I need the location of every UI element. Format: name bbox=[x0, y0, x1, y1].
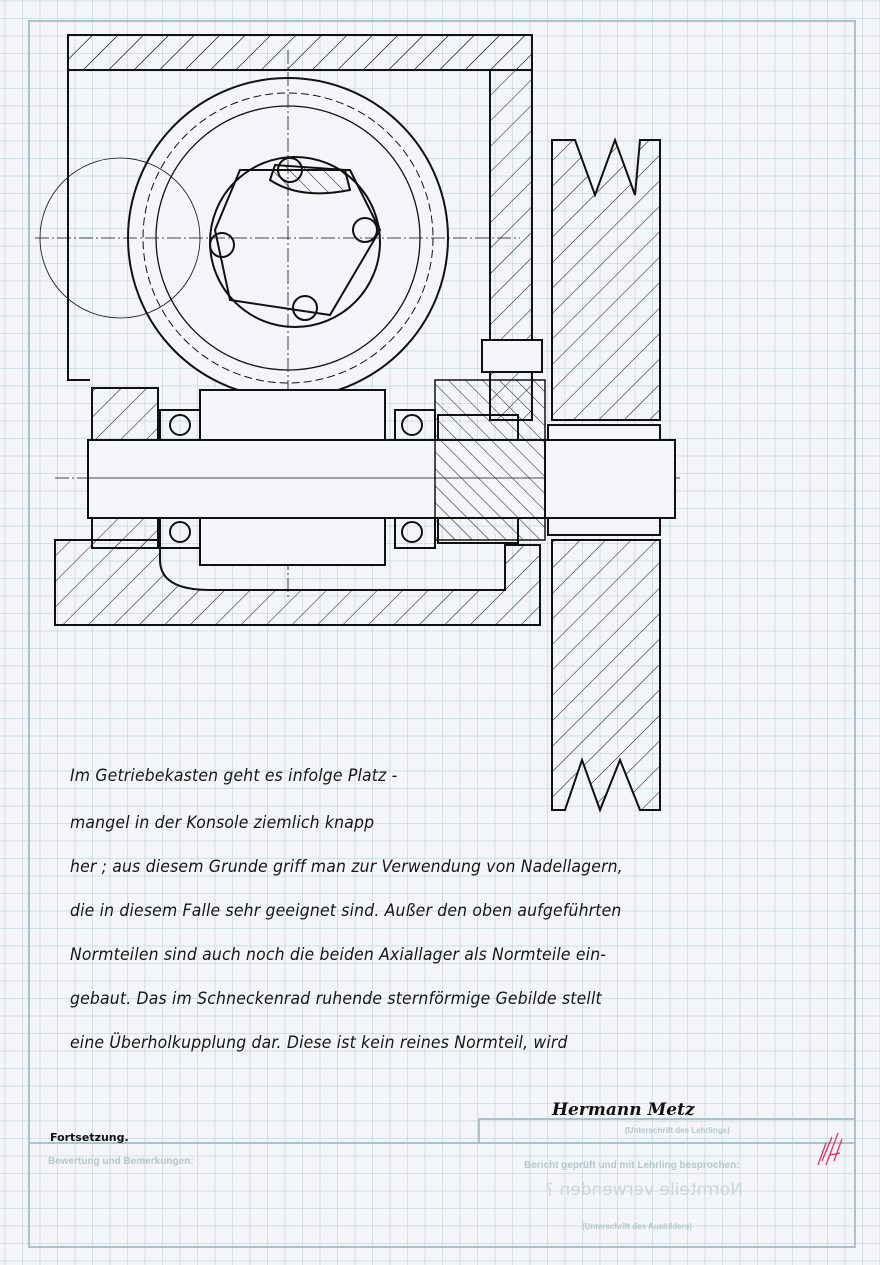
text-line-5: Normteilen sind auch noch die beiden Axi… bbox=[70, 945, 607, 965]
text-line-6: gebaut. Das im Schneckenrad ruhende ster… bbox=[70, 989, 602, 1009]
text-line-1: Im Getriebekasten geht es infolge Platz … bbox=[70, 766, 398, 786]
apprentice-signature: Hermann Metz bbox=[552, 1100, 695, 1120]
red-initials-mark bbox=[817, 1132, 843, 1166]
technical-drawing-worm-gear bbox=[35, 34, 680, 813]
signature-box-top bbox=[478, 1118, 856, 1120]
evaluation-label: Bewertung und Bemerkungen: bbox=[48, 1156, 194, 1167]
text-line-4: die in diesem Falle sehr geeignet sind. … bbox=[70, 901, 622, 921]
v-belt-pulley bbox=[551, 137, 661, 421]
housing-bottom bbox=[54, 539, 541, 626]
show-through-text: Normteile verwenden ? bbox=[545, 1180, 743, 1200]
signature-box-left bbox=[478, 1118, 480, 1142]
form-frame bbox=[28, 20, 856, 1248]
needle-bearings bbox=[91, 387, 519, 549]
trainer-signature-label: (Unterschrift des Ausbilders) bbox=[582, 1222, 692, 1231]
text-line-3: her ; aus diesem Grunde griff man zur Ve… bbox=[70, 857, 623, 877]
apprentice-signature-label: (Unterschrift des Lehrlings) bbox=[625, 1126, 730, 1135]
continuation-note: Fortsetzung. bbox=[50, 1131, 129, 1144]
text-line-2: mangel in der Konsole ziemlich knapp bbox=[70, 813, 375, 833]
form-divider bbox=[28, 1142, 856, 1144]
review-label: Bericht geprüft und mit Lehrling besproc… bbox=[524, 1160, 740, 1171]
text-line-7: eine Überholkupplung dar. Diese ist kein… bbox=[70, 1033, 568, 1053]
